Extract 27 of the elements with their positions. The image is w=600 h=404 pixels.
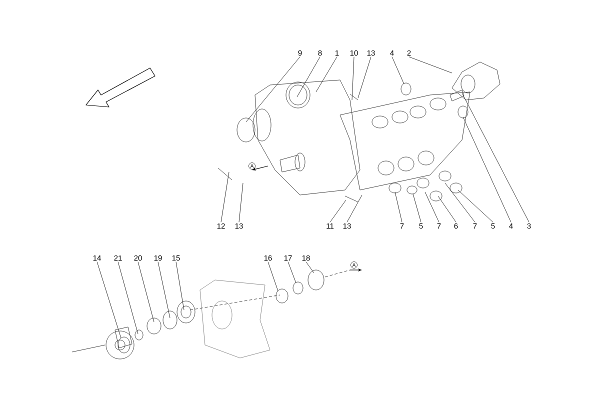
leader-line <box>158 262 170 318</box>
leader-line <box>118 262 138 334</box>
leader-line <box>412 194 422 222</box>
leader-line <box>358 56 372 98</box>
leader-line <box>462 116 512 222</box>
leader-line <box>330 200 346 222</box>
leader-line <box>462 92 530 222</box>
leader-line <box>346 194 362 222</box>
leader-line <box>296 56 320 98</box>
leader-line <box>316 56 338 92</box>
leader-line <box>352 56 354 100</box>
leader-line <box>444 182 476 222</box>
leader-line <box>268 262 278 292</box>
leader-line <box>246 56 300 122</box>
leader-line <box>96 262 122 338</box>
leader-line <box>220 172 230 222</box>
leader-line <box>176 262 184 310</box>
leader-line <box>438 196 456 222</box>
leader-line <box>238 182 244 222</box>
leader-line <box>458 190 494 222</box>
leader-line <box>424 192 440 222</box>
leader-line <box>408 56 452 74</box>
leader-line <box>394 192 402 222</box>
leader-line <box>138 262 154 322</box>
leader-line <box>288 262 296 284</box>
leader-line <box>392 56 404 84</box>
leader-line <box>306 262 314 274</box>
